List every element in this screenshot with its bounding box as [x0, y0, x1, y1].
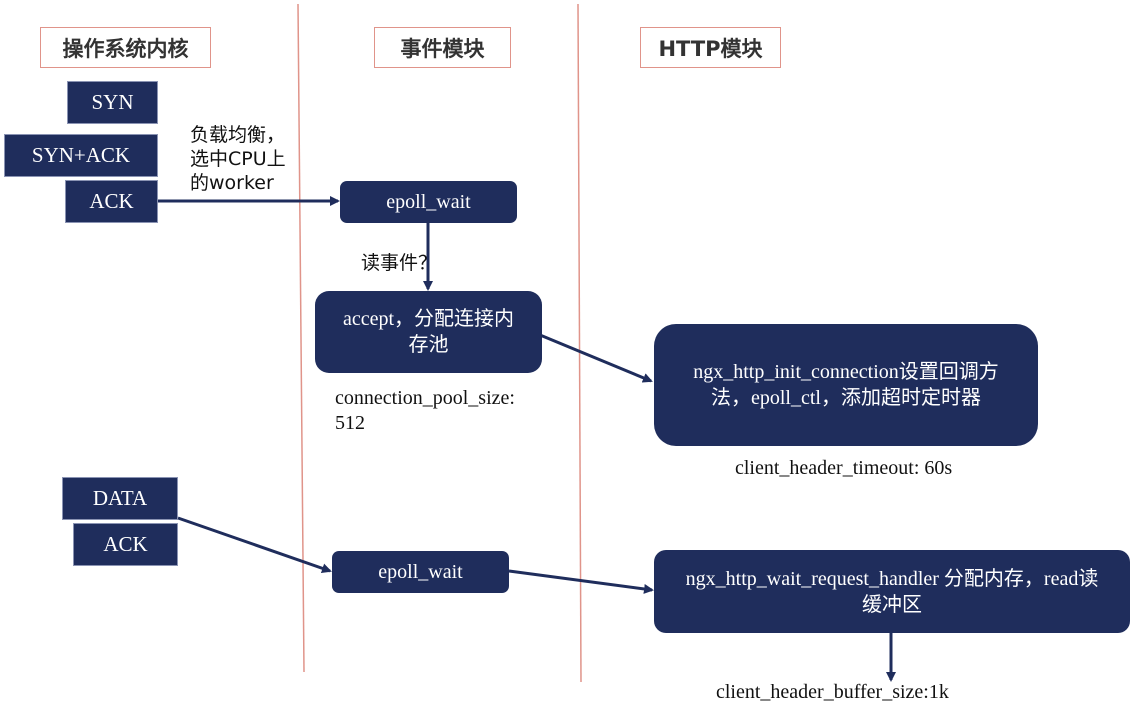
- divider-left: [297, 3, 305, 673]
- divider-right: [577, 3, 582, 683]
- wait-request-handler-box: ngx_http_wait_request_handler 分配内存，read读…: [654, 550, 1130, 633]
- column-header-http: HTTP模块: [640, 27, 781, 68]
- epoll-wait-box-2: epoll_wait: [332, 551, 509, 593]
- client-header-buffer-size-note: client_header_buffer_size:1k: [716, 681, 949, 703]
- connection-pool-size-note: connection_pool_size: 512: [335, 386, 515, 436]
- packet-ack: ACK: [65, 180, 158, 223]
- packet-ack-2: ACK: [73, 523, 178, 566]
- accept-box: accept，分配连接内存池: [315, 291, 542, 373]
- client-header-timeout-note: client_header_timeout: 60s: [735, 457, 953, 479]
- packet-data: DATA: [62, 477, 178, 520]
- epoll-wait-box: epoll_wait: [340, 181, 517, 223]
- column-header-kernel: 操作系统内核: [40, 27, 211, 68]
- load-balance-line-1: 负载均衡，: [190, 124, 286, 146]
- read-event-label: 读事件？: [361, 252, 438, 274]
- load-balance-line-2: 选中CPU上: [190, 147, 286, 170]
- load-balance-line-3: 的worker: [190, 171, 274, 194]
- packet-syn: SYN: [67, 81, 158, 124]
- arrow-epoll-to-wait: [508, 569, 654, 594]
- column-header-event: 事件模块: [374, 27, 511, 68]
- init-connection-box: ngx_http_init_connection设置回调方法，epoll_ctl…: [654, 324, 1038, 446]
- arrow-accept-to-init: [539, 333, 653, 383]
- packet-synack: SYN+ACK: [4, 134, 158, 177]
- connection-pool-size-line-1: connection_pool_size:: [335, 387, 515, 409]
- connection-pool-size-line-2: 512: [335, 412, 365, 434]
- arrow-data-to-epoll: [177, 516, 332, 574]
- load-balance-note: 负载均衡， 选中CPU上 的worker: [190, 124, 320, 195]
